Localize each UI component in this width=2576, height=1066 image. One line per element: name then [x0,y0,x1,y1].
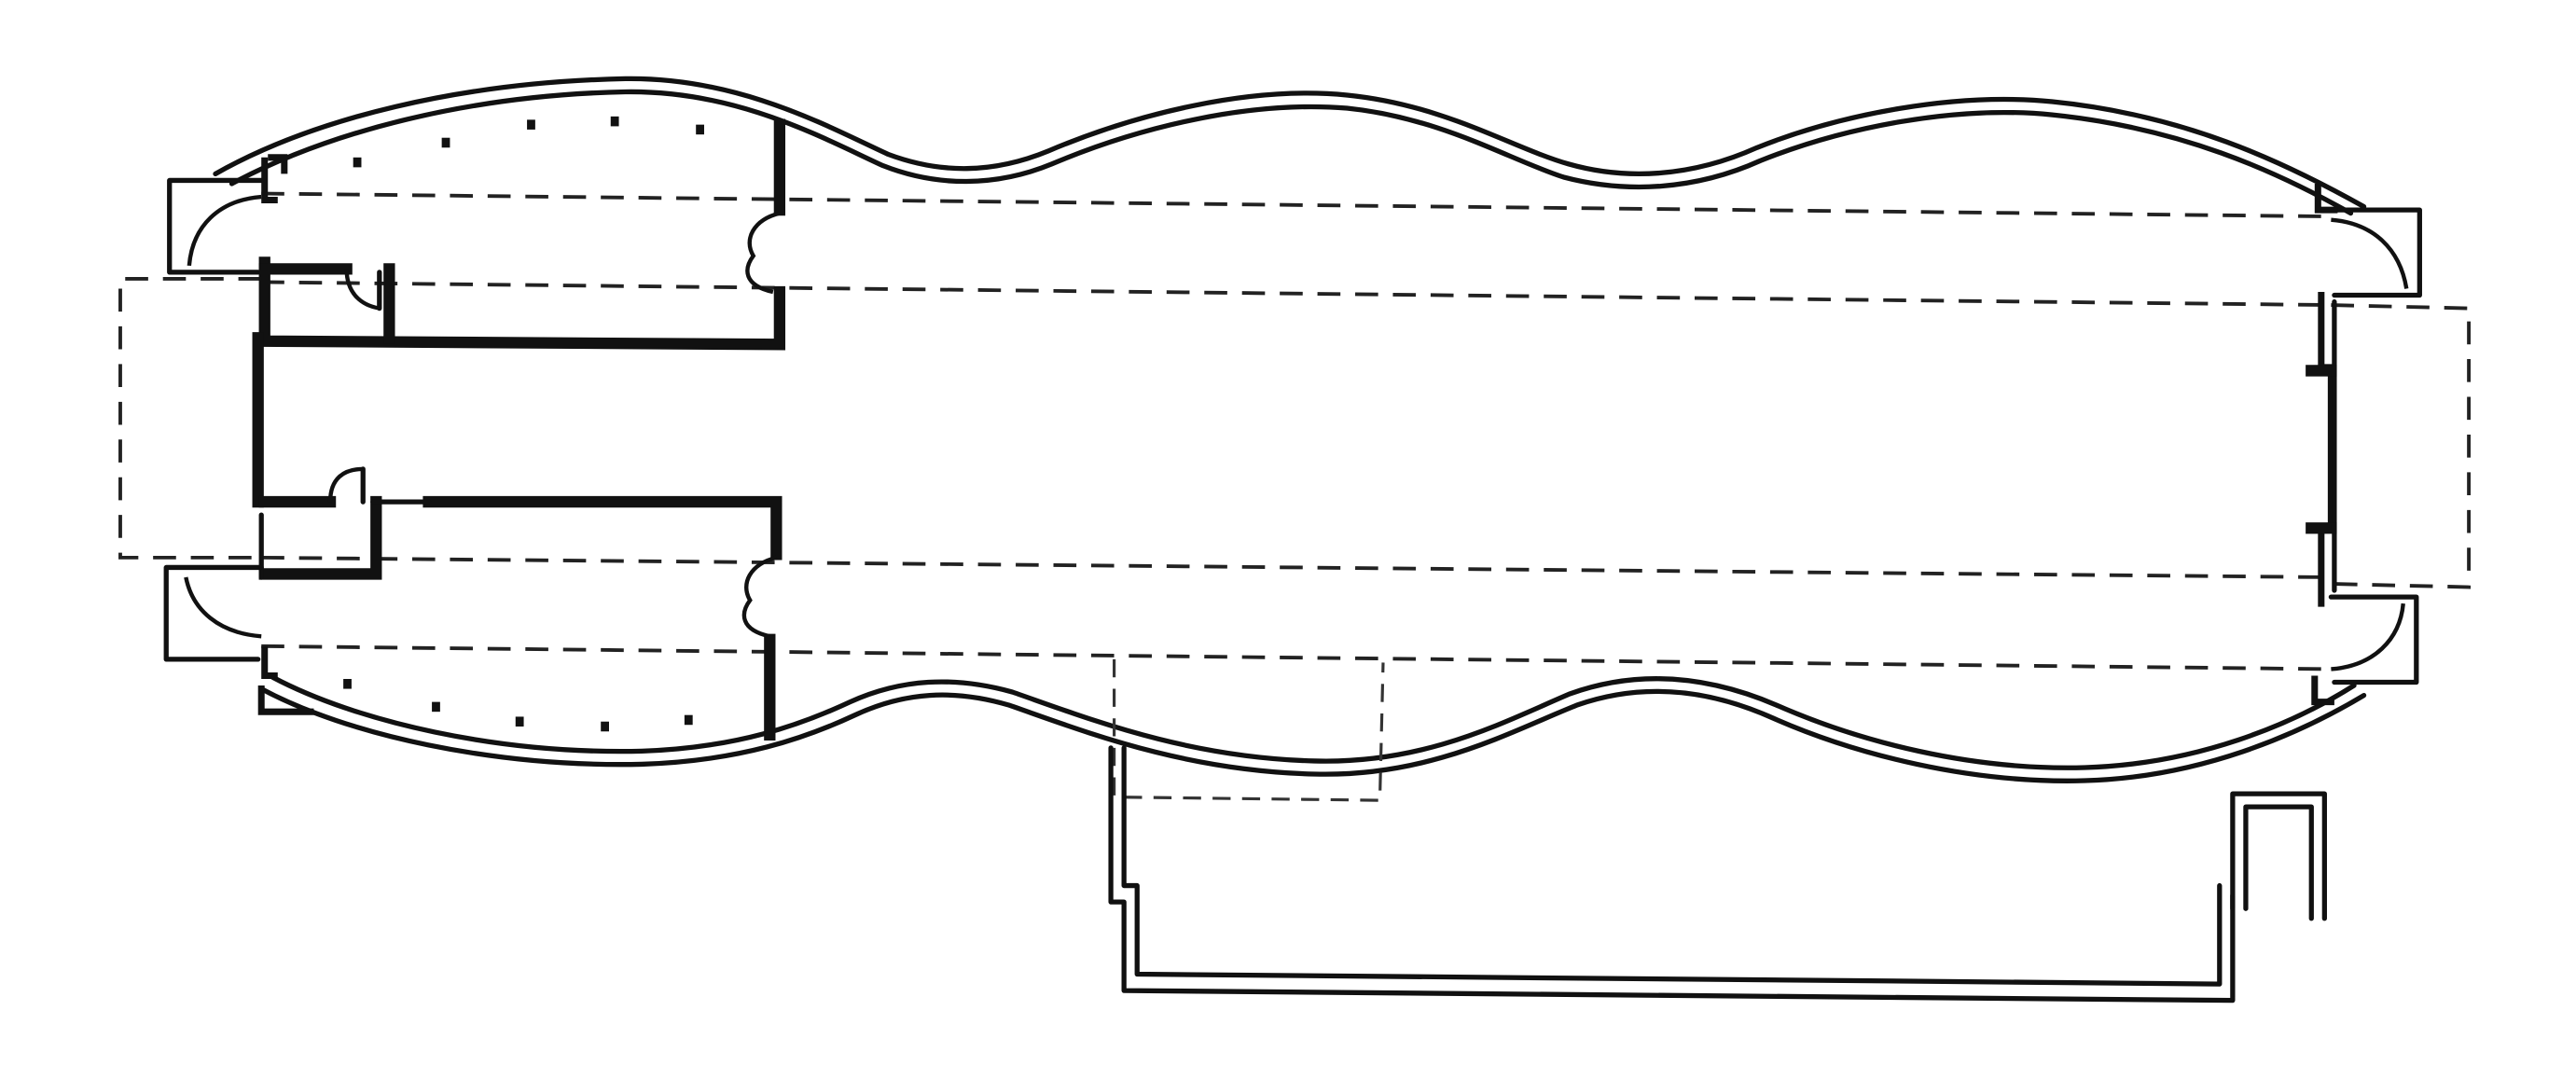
left-end-structure [163,118,786,741]
lower-annex-terrace [1108,745,2327,1004]
column-marker [432,701,440,713]
column-marker [684,714,693,726]
interior-columns [343,116,704,732]
right-end-structure [2306,183,2422,706]
outer-envelope-wall [213,76,2367,783]
column-marker [515,716,524,727]
column-marker [610,116,619,127]
column-marker [441,137,450,148]
column-marker [343,679,352,689]
overhead-dashed-lines [118,191,2472,802]
column-marker [527,119,535,130]
column-marker [696,124,704,135]
column-marker [601,721,609,732]
column-marker [353,157,362,168]
